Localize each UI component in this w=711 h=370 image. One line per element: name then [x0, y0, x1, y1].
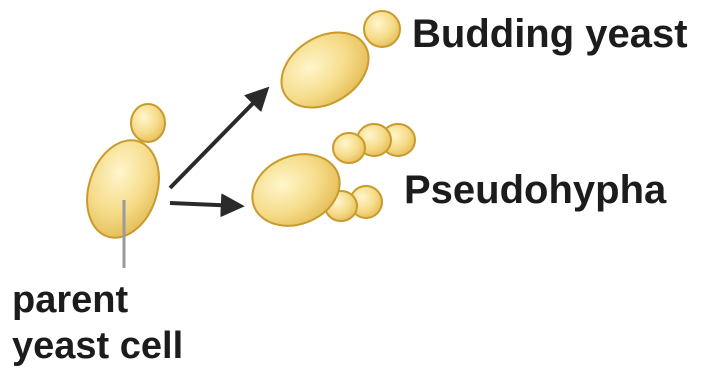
parent-bud	[131, 104, 165, 142]
parent-label-line2: yeast cell	[12, 323, 183, 369]
budding-bud	[364, 11, 400, 47]
arrow-to-budding-icon	[170, 90, 266, 188]
pseudohypha-cells	[242, 124, 415, 238]
pseudohypha-mother-cell	[242, 142, 351, 239]
pseudohypha-label: Pseudohypha	[404, 170, 666, 210]
budding-yeast-cell	[268, 11, 400, 123]
budding-yeast-label: Budding yeast	[412, 14, 688, 54]
parent-yeast-cell-label: parent yeast cell	[12, 277, 183, 369]
arrow-to-pseudohypha-icon	[170, 203, 240, 206]
pseudohypha-chain-cell	[333, 133, 365, 163]
parent-label-line1: parent	[12, 277, 183, 323]
